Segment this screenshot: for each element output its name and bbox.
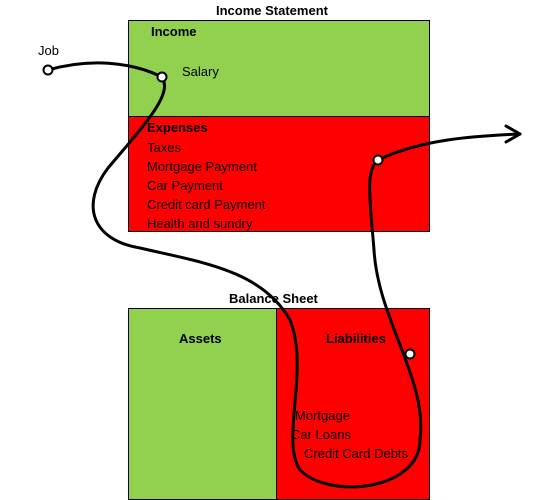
income-item-salary: Salary <box>182 64 219 79</box>
arrowhead <box>504 124 522 144</box>
liabilities-box: Liabilities Mortgage Car Loans Credit Ca… <box>276 308 430 500</box>
job-label: Job <box>38 43 59 58</box>
liability-item: Mortgage <box>295 408 350 423</box>
liability-item: Car Loans <box>291 427 351 442</box>
expenses-box: Expenses Taxes Mortgage Payment Car Paym… <box>128 116 430 232</box>
expenses-heading: Expenses <box>147 120 208 135</box>
expense-item: Car Payment <box>147 178 223 193</box>
expense-item: Mortgage Payment <box>147 159 257 174</box>
flow-node-salary <box>156 71 168 83</box>
liability-item: Credit Card Debts <box>304 446 409 461</box>
assets-heading: Assets <box>179 331 222 346</box>
expense-item: Credit card Payment <box>147 197 266 212</box>
income-box: Income Salary <box>128 20 430 118</box>
flow-node-liabilities <box>404 348 416 360</box>
cash-flow-path <box>46 61 522 489</box>
flow-node-job <box>42 64 54 76</box>
expense-item: Health and sundry <box>147 216 253 231</box>
expense-item: Taxes <box>147 140 181 155</box>
liabilities-heading: Liabilities <box>326 331 386 346</box>
income-heading: Income <box>151 24 197 39</box>
flow-node-expenses <box>372 154 384 166</box>
income-statement-title: Income Statement <box>216 3 328 18</box>
